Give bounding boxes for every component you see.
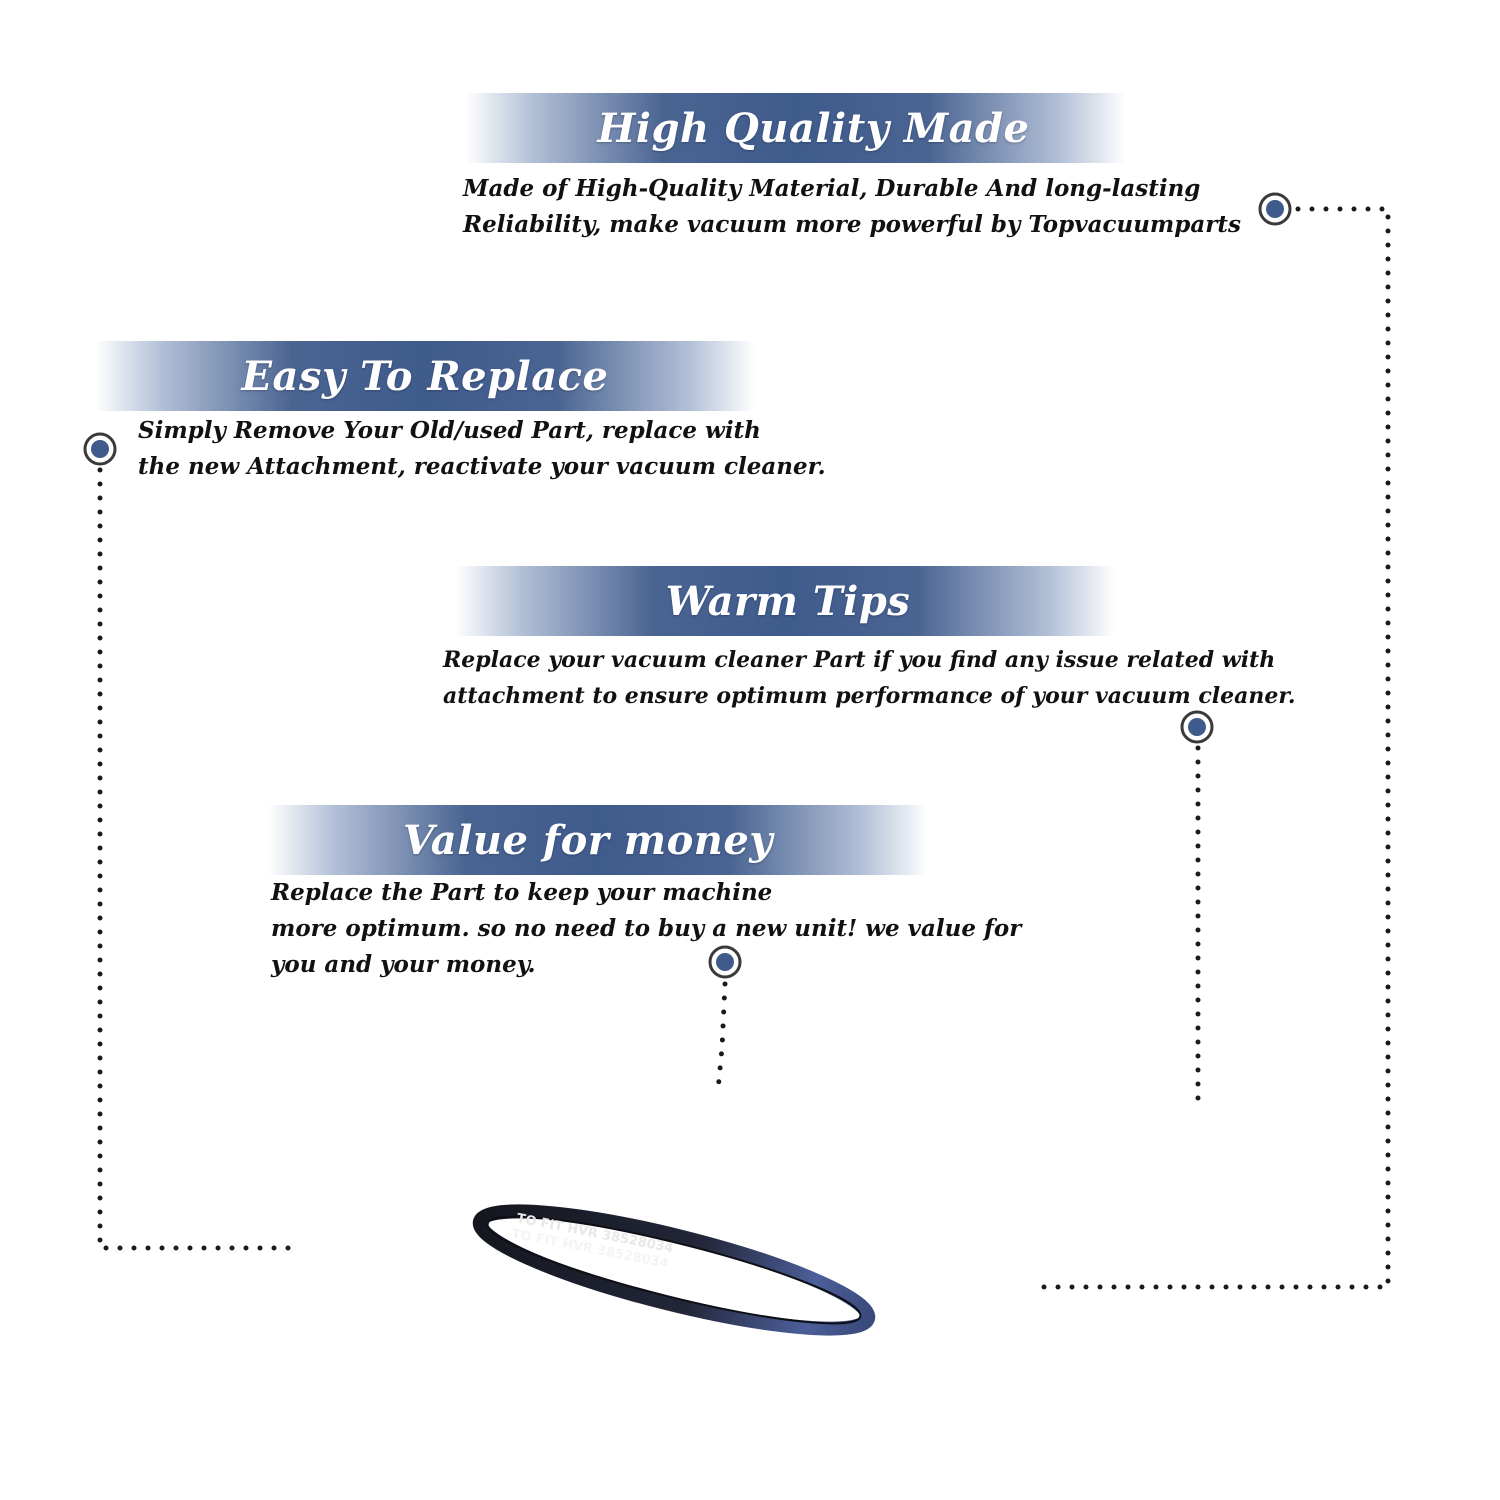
target-dot-icon: [1258, 192, 1292, 226]
warm-tips-description: Replace your vacuum cleaner Part if you …: [443, 642, 1296, 714]
target-dot-icon: [708, 945, 742, 979]
warm-tips-title: Warm Tips: [665, 577, 911, 625]
target-dot-icon: [1180, 710, 1214, 744]
easy-replace-description: Simply Remove Your Old/used Part, replac…: [138, 413, 826, 485]
connector-left: [97, 467, 299, 1251]
value-money-banner: Value for money: [268, 805, 928, 875]
description-line: more optimum. so no need to buy a new un…: [271, 915, 1022, 942]
easy-replace-banner: Easy To Replace: [95, 341, 755, 411]
value-money-description: Replace the Part to keep your machine mo…: [271, 875, 1021, 983]
target-dot-icon: [83, 432, 117, 466]
description-line: you and your money.: [271, 951, 536, 978]
connector-value: [715, 981, 728, 1093]
vacuum-belt-icon: TO FIT HVR 38528034 TO FIT HVR 38528034: [472, 1204, 876, 1336]
description-line: the new Attachment, reactivate your vacu…: [138, 453, 826, 480]
warm-tips-banner: Warm Tips: [455, 566, 1115, 636]
connector-right-outer: [1035, 206, 1391, 1290]
high-quality-title: High Quality Made: [597, 104, 1030, 152]
description-line: Made of High-Quality Material, Durable A…: [463, 175, 1201, 202]
description-line: Simply Remove Your Old/used Part, replac…: [138, 417, 761, 444]
description-line: Replace the Part to keep your machine: [271, 879, 773, 906]
description-line: Reliability, make vacuum more powerful b…: [463, 211, 1241, 238]
description-line: attachment to ensure optimum performance…: [443, 683, 1296, 709]
easy-replace-title: Easy To Replace: [241, 352, 609, 400]
belt-inner-edge: [486, 1215, 862, 1325]
belt-product-image: TO FIT HVR 38528034 TO FIT HVR 38528034: [300, 1150, 1040, 1410]
description-line: Replace your vacuum cleaner Part if you …: [443, 647, 1276, 673]
high-quality-description: Made of High-Quality Material, Durable A…: [463, 171, 1241, 243]
high-quality-banner: High Quality Made: [466, 93, 1126, 163]
value-money-title: Value for money: [402, 816, 774, 864]
belt-outer-edge: [472, 1204, 876, 1336]
